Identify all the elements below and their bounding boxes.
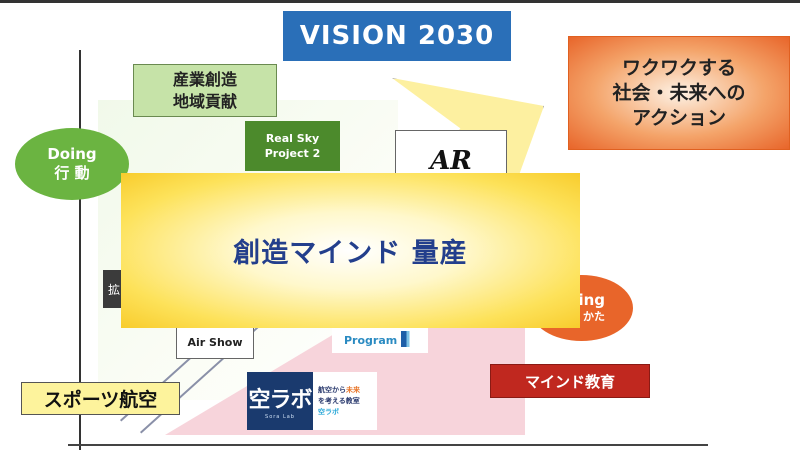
- central-banner: 創造マインド 量産: [121, 173, 580, 328]
- industry-line-1: 産業創造: [172, 69, 237, 89]
- right-ellipse-line-1: ing: [578, 291, 605, 309]
- sorabo-box: 空ラボ Sora Lab 航空から未来 を考える教室 空ラボ: [247, 372, 377, 430]
- left-partial-text: 拡: [107, 282, 120, 297]
- industry-line-2: 地域貢献: [172, 91, 237, 111]
- goal-line-2: 社会・未来への: [612, 81, 746, 104]
- real-sky-project-box: Real Sky Project 2: [245, 121, 340, 171]
- mind-education-text: マインド教育: [524, 372, 615, 391]
- sorabo-logo-subtext: Sora Lab: [265, 414, 295, 420]
- right-ellipse-line-2: かた: [583, 310, 605, 323]
- y-axis: [79, 50, 81, 450]
- industry-box: 産業創造 地域貢献: [133, 64, 277, 117]
- goal-line-3: アクション: [631, 106, 727, 129]
- doing-sublabel: 行 動: [54, 164, 90, 182]
- real-sky-line-2: Project 2: [264, 147, 321, 160]
- sorabo-description: 航空から未来 を考える教室 空ラボ: [313, 372, 377, 430]
- real-sky-line-1: Real Sky: [265, 132, 320, 145]
- air-show-box: Air Show: [176, 325, 254, 359]
- sorabo-line-1-b: 未来: [346, 385, 360, 394]
- air-show-text: Air Show: [187, 335, 243, 349]
- sorabo-logo-text: 空ラボ: [248, 388, 312, 413]
- doing-label: Doing: [47, 145, 97, 163]
- program-text: Program: [344, 334, 398, 347]
- sorabo-line-3: 空ラボ: [318, 407, 339, 416]
- doing-ellipse: Doing 行 動: [15, 128, 129, 200]
- sorabo-logo-icon: 空ラボ Sora Lab: [247, 372, 313, 430]
- goal-box: ワクワクする 社会・未来への アクション: [568, 36, 790, 150]
- sorabo-line-1-a: 航空から: [318, 385, 346, 394]
- program-logo-icon: [401, 331, 416, 347]
- central-banner-text: 創造マインド 量産: [233, 238, 468, 269]
- sports-aviation-text: スポーツ航空: [43, 389, 158, 411]
- goal-line-1: ワクワクする: [621, 56, 736, 79]
- x-axis: [68, 444, 708, 446]
- sorabo-line-2: を考える教室: [318, 396, 360, 405]
- left-partial-box: 拡: [103, 270, 125, 308]
- ar-logo-icon: AR: [430, 146, 472, 176]
- sorabo-line-1: 航空から未来: [318, 385, 377, 396]
- sports-aviation-box: スポーツ航空: [21, 382, 180, 415]
- mind-education-box: マインド教育: [490, 364, 650, 398]
- top-border: [0, 0, 800, 3]
- vision-title: VISION 2030: [283, 11, 511, 61]
